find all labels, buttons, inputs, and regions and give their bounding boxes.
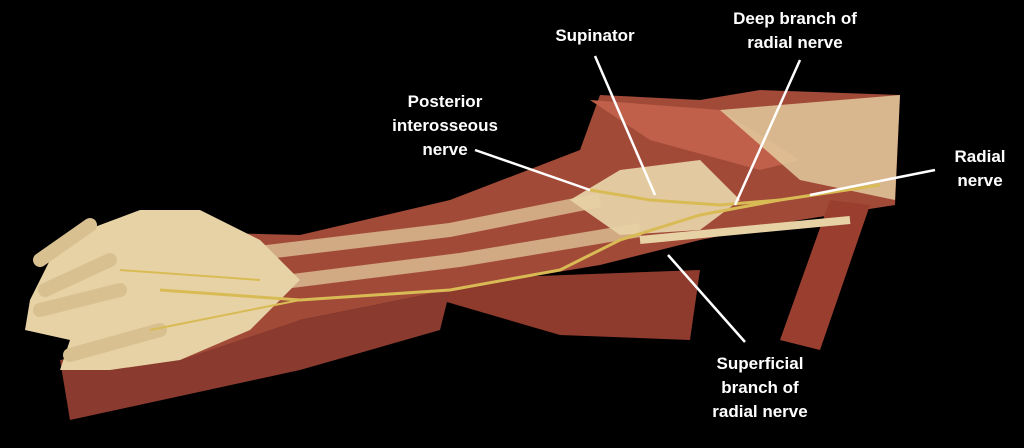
leader-lines	[474, 55, 936, 343]
forearm-tendons	[199, 193, 642, 297]
label-line: Deep branch of	[733, 9, 857, 28]
label-posterior-interosseous: Posterior interosseous nerve	[380, 90, 510, 162]
upper-muscle-strip	[590, 100, 800, 170]
label-line: nerve	[957, 171, 1003, 190]
supinator-leader	[593, 55, 657, 196]
label-line: interosseous	[392, 116, 498, 135]
label-line: Radial	[954, 147, 1006, 166]
label-supinator: Supinator	[545, 24, 645, 48]
superficial-branch-leader	[667, 254, 746, 343]
label-radial-nerve: Radial nerve	[940, 145, 1020, 193]
radial-nerve-leader	[809, 168, 936, 197]
bone-rod	[639, 216, 851, 244]
deep-branch-leader	[733, 59, 802, 206]
nerve-branches	[119, 269, 301, 331]
elbow-tendon	[720, 95, 900, 200]
brachioradialis-flap	[430, 270, 700, 340]
deep-branch-path	[589, 188, 781, 207]
label-line: branch of	[721, 378, 799, 397]
label-deep-branch: Deep branch of radial nerve	[715, 7, 875, 55]
label-line: Supinator	[555, 26, 635, 45]
label-line: Superficial	[716, 354, 804, 373]
lower-forearm-muscle	[60, 290, 450, 420]
label-superficial-branch: Superficial branch of radial nerve	[690, 352, 830, 424]
posterior-interosseous-leader	[474, 148, 591, 192]
label-line: radial nerve	[747, 33, 843, 52]
fingers	[33, 218, 167, 362]
label-line: radial nerve	[712, 402, 808, 421]
label-line: Posterior	[407, 92, 483, 111]
label-line: nerve	[422, 140, 468, 159]
hanging-muscle	[780, 200, 870, 350]
